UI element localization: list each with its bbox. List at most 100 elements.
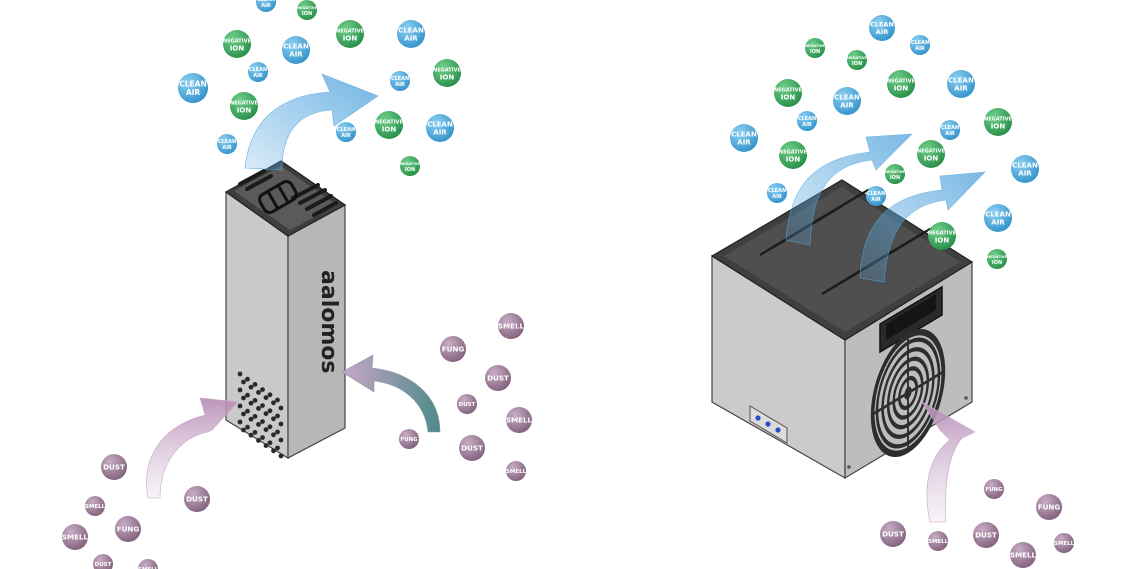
bubble-circle: [297, 0, 317, 20]
bubble-label: ION: [237, 107, 252, 115]
fung-bubble: FUNG: [1036, 494, 1062, 520]
grille-hole: [271, 432, 276, 438]
bubble-circle: [1010, 542, 1036, 568]
grille-hole: [275, 445, 280, 451]
tower-inflow-arrow-front: [146, 397, 239, 499]
grille-hole: [248, 416, 254, 422]
bubble-label: AIR: [222, 145, 232, 151]
bubble-label: ION: [991, 123, 1006, 131]
bubble-circle: [1036, 494, 1062, 520]
bubble-label: ION: [781, 94, 796, 102]
bubble-label: NEGATIVE: [230, 101, 258, 107]
smell-bubble: SMELL: [62, 524, 89, 550]
bubble-circle: [397, 20, 425, 48]
bubble-circle: [282, 36, 310, 64]
bubble-label: SMELL: [1054, 541, 1075, 547]
bubble-label: CLEAN: [1012, 162, 1038, 170]
bubble-circle: [62, 524, 88, 550]
smell-bubble: SMELL: [498, 313, 525, 339]
bubble-circle: [880, 521, 906, 547]
smell-bubble: SMELL: [506, 461, 527, 481]
bubble-circle: [433, 59, 461, 87]
bubble-label: ION: [890, 175, 900, 181]
bubble-label: AIR: [915, 46, 925, 52]
bubble-circle: [987, 249, 1007, 269]
bubble-circle: [847, 50, 867, 70]
bubble-label: CLEAN: [867, 191, 885, 197]
grille-hole: [271, 400, 276, 406]
bubble-label: CLEAN: [985, 211, 1011, 219]
bubble-label: ION: [405, 167, 415, 173]
bubble-circle: [805, 38, 825, 58]
grille-hole: [245, 376, 250, 382]
bubble-label: DUST: [975, 531, 997, 540]
smell-bubble: SMELL: [928, 531, 949, 551]
grille-hole: [260, 435, 265, 440]
bubble-circle: [223, 30, 251, 58]
fung-bubble: FUNG: [440, 336, 466, 362]
bubble-label: CLEAN: [249, 67, 267, 73]
bubble-circle: [1011, 155, 1039, 183]
dust-bubble: DUST: [93, 554, 113, 569]
grille-hole: [245, 408, 250, 414]
grille-hole: [256, 422, 261, 427]
bubble-label: CLEAN: [768, 188, 786, 194]
grille-hole: [275, 429, 280, 435]
grille-hole: [260, 403, 265, 408]
smell-bubble: SMELL: [506, 407, 533, 433]
bubble-label: ION: [302, 11, 312, 17]
grille-hole: [248, 400, 254, 406]
bubble-label: CLEAN: [337, 127, 355, 133]
grille-hole: [241, 395, 246, 401]
tower-inflow-arrow-side: [341, 354, 441, 433]
grille-hole: [271, 416, 276, 422]
bubble-circle: [928, 222, 956, 250]
bubble-circle: [230, 92, 258, 120]
bubble-circle: [506, 407, 532, 433]
grille-hole: [275, 413, 280, 419]
bubble-circle: [426, 114, 454, 142]
bubble-label: SMELL: [506, 469, 527, 475]
bubble-label: FUNG: [400, 437, 418, 443]
grille-hole: [256, 390, 261, 395]
cube-outflow-arrow-left: [785, 133, 913, 246]
grille-hole: [263, 443, 269, 448]
bubble-label: AIR: [289, 51, 303, 59]
bubble-circle: [984, 108, 1012, 136]
bubble-circle: [217, 134, 237, 154]
bubble-label: ION: [852, 61, 862, 67]
bubble-label: CLEAN: [948, 77, 974, 85]
grille-hole: [275, 397, 280, 403]
grille-hole: [260, 387, 265, 392]
bubble-label: CLEAN: [179, 80, 207, 89]
bubble-label: NEGATIVE: [987, 255, 1007, 259]
bubble-label: CLEAN: [731, 131, 757, 139]
cube-fan-guard: [870, 328, 946, 458]
bubble-label: ION: [440, 74, 455, 82]
bubble-label: FUNG: [117, 525, 140, 534]
bubble-label: ION: [382, 126, 397, 134]
bubble-label: SMELL: [928, 539, 949, 545]
bubble-label: NEGATIVE: [984, 117, 1012, 123]
bubble-circle: [101, 454, 127, 480]
bubble-circle: [940, 120, 960, 140]
bubble-label: CLEAN: [941, 125, 959, 131]
grille-hole: [267, 424, 273, 430]
bubble-circle: [767, 183, 787, 203]
bubble-circle: [440, 336, 466, 362]
